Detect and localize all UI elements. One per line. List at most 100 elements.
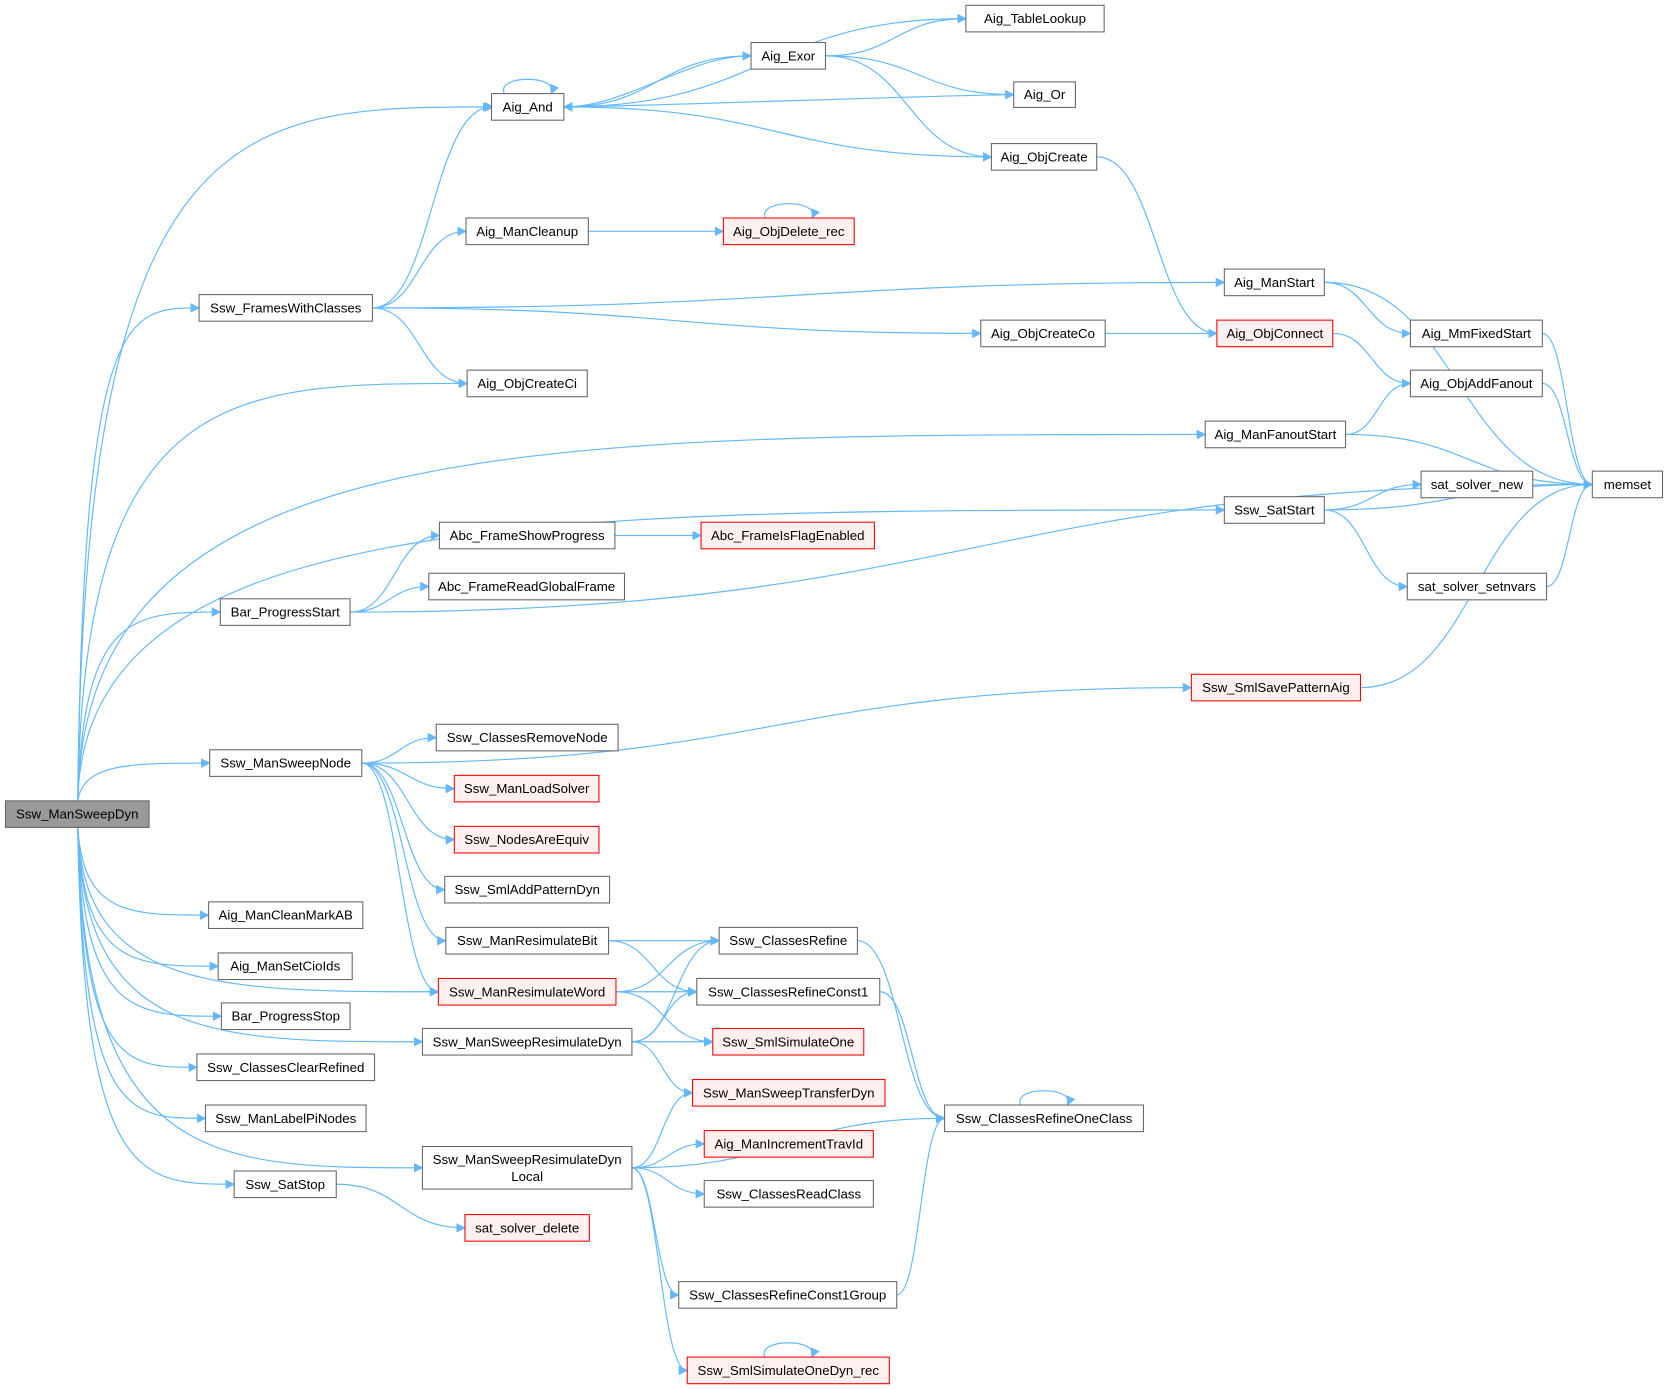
node-label: Ssw_ClassesClearRefined	[207, 1060, 364, 1075]
node-box	[204, 1104, 367, 1133]
call-edge	[631, 1167, 689, 1376]
graph-node-and[interactable]: Aig_And	[491, 93, 565, 121]
graph-node-readclass[interactable]: Ssw_ClassesReadClass	[703, 1180, 874, 1208]
graph-node-manstart[interactable]: Aig_ManStart	[1223, 268, 1325, 297]
node-box	[453, 774, 600, 803]
node-box	[1216, 319, 1334, 348]
node-label: Aig_ManCleanMarkAB	[219, 908, 353, 923]
graph-node-refine[interactable]: Ssw_ClassesRefine	[718, 926, 858, 955]
graph-node-cleanmark[interactable]: Aig_ManCleanMarkAB	[208, 901, 364, 930]
graph-node-setcioids[interactable]: Aig_ManSetCioIds	[217, 952, 353, 981]
graph-node-simdyn[interactable]: Ssw_SmlSimulateOneDyn_rec	[686, 1356, 890, 1385]
graph-node-setnvars[interactable]: sat_solver_setnvars	[1406, 572, 1548, 601]
call-edge	[77, 758, 211, 801]
graph-node-resimbit[interactable]: Ssw_ManResimulateBit	[445, 926, 610, 955]
graph-node-resimword[interactable]: Ssw_ManResimulateWord	[437, 977, 617, 1006]
graph-node-objcreate[interactable]: Aig_ObjCreate	[990, 143, 1098, 171]
graph-node-dyn[interactable]: Ssw_ManSweepDyn	[4, 800, 150, 828]
node-box	[700, 521, 875, 550]
node-box	[1223, 496, 1325, 524]
graph-node-simone[interactable]: Ssw_SmlSimulateOne	[712, 1027, 865, 1056]
call-edge	[1542, 332, 1594, 490]
graph-node-removenode[interactable]: Ssw_ClassesRemoveNode	[435, 723, 619, 752]
call-edge	[631, 986, 698, 1043]
graph-node-loadsolver[interactable]: Ssw_ManLoadSolver	[453, 774, 600, 803]
call-edge	[77, 303, 201, 801]
node-box	[696, 977, 881, 1006]
graph-node-fanoutstart[interactable]: Aig_ManFanoutStart	[1204, 420, 1347, 449]
graph-node-satnew[interactable]: sat_solver_new	[1420, 470, 1534, 499]
graph-node-transfer[interactable]: Ssw_ManSweepTransferDyn	[692, 1078, 886, 1107]
graph-node-labelpi[interactable]: Ssw_ManLabelPiNodes	[204, 1104, 367, 1133]
call-edge	[77, 827, 424, 1173]
call-edge	[361, 762, 440, 997]
graph-node-objconnect[interactable]: Aig_ObjConnect	[1216, 319, 1334, 348]
node-label: Aig_ObjConnect	[1226, 326, 1323, 341]
call-edge	[1345, 378, 1412, 436]
node-box	[421, 1145, 633, 1190]
nodes: Ssw_ManSweepDyn Aig_TableLookupAig_ExorAi…	[4, 4, 1664, 1385]
node-label: Ssw_SatStop	[245, 1177, 325, 1192]
node-label: Ssw_SatStart	[1234, 502, 1315, 517]
call-edge	[631, 1139, 706, 1169]
graph-node-const1group[interactable]: Ssw_ClassesRefineConst1Group	[678, 1281, 898, 1309]
call-edge	[77, 827, 236, 1190]
graph-node-objcreateci[interactable]: Aig_ObjCreateCi	[466, 369, 588, 398]
call-edge	[350, 479, 1594, 613]
call-edge	[372, 307, 469, 389]
call-edge	[1324, 479, 1423, 511]
graph-node-progressstart[interactable]: Bar_ProgressStart	[219, 598, 351, 626]
node-label: Ssw_SmlSimulateOne	[722, 1034, 854, 1049]
graph-node-mmfixed[interactable]: Aig_MmFixedStart	[1409, 319, 1543, 348]
node-box	[437, 977, 617, 1006]
graph-node-satstop[interactable]: Ssw_SatStop	[233, 1170, 337, 1199]
graph-node-objaddfanout[interactable]: Aig_ObjAddFanout	[1409, 369, 1543, 398]
call-edge	[1096, 156, 1218, 339]
graph-node-refineconst1[interactable]: Ssw_ClassesRefineConst1	[696, 977, 881, 1006]
node-box	[678, 1281, 898, 1309]
graph-node-frames[interactable]: Ssw_FramesWithClasses	[198, 294, 373, 322]
graph-node-clearrefined[interactable]: Ssw_ClassesClearRefined	[196, 1053, 376, 1082]
node-box	[435, 723, 619, 752]
graph-node-tablelookup[interactable]: Aig_TableLookup	[965, 4, 1105, 33]
graph-node-sweepnode[interactable]: Ssw_ManSweepNode	[209, 749, 363, 777]
call-edge	[1324, 509, 1409, 592]
node-box	[453, 825, 600, 854]
node-box	[692, 1078, 886, 1107]
graph-node-mancleanup[interactable]: Aig_ManCleanup	[465, 217, 589, 246]
node-box	[712, 1027, 865, 1056]
node-label: Ssw_ManResimulateWord	[449, 984, 605, 999]
node-box	[217, 952, 353, 981]
call-edge	[825, 55, 993, 162]
node-box	[219, 598, 351, 626]
graph-node-objdelete[interactable]: Aig_ObjDelete_rec	[722, 217, 855, 246]
graph-node-areequiv[interactable]: Ssw_NodesAreEquiv	[453, 825, 600, 854]
graph-node-savepattern[interactable]: Ssw_SmlSavePatternAig	[1190, 673, 1361, 702]
graph-node-readglobal[interactable]: Abc_FrameReadGlobalFrame	[428, 572, 626, 601]
graph-node-addpattern[interactable]: Ssw_SmlAddPatternDyn	[444, 875, 611, 904]
graph-node-travid[interactable]: Aig_ManIncrementTravId	[703, 1130, 874, 1158]
graph-node-flagenabled[interactable]: Abc_FrameIsFlagEnabled	[700, 521, 875, 550]
call-edge	[77, 505, 1226, 801]
graph-node-sweepresim[interactable]: Ssw_ManSweepResimulateDyn	[421, 1027, 633, 1056]
graph-node-progressstop[interactable]: Bar_ProgressStop	[220, 1002, 351, 1031]
call-edge	[615, 935, 721, 993]
node-box	[491, 93, 565, 121]
call-edge	[350, 530, 441, 613]
node-label: Ssw_ManSweepNode	[220, 756, 351, 771]
call-edge	[336, 1183, 466, 1233]
graph-node-exor[interactable]: Aig_Exor	[750, 42, 827, 70]
graph-node-memset[interactable]: memset	[1591, 470, 1664, 499]
call-edge	[1332, 332, 1412, 389]
node-box	[208, 901, 364, 930]
graph-node-objcreateco[interactable]: Aig_ObjCreateCo	[980, 319, 1106, 348]
graph-node-oneclass[interactable]: Ssw_ClassesRefineOneClass	[944, 1104, 1145, 1133]
graph-node-satdelete[interactable]: sat_solver_delete	[464, 1214, 590, 1242]
graph-node-showprogress[interactable]: Abc_FrameShowProgress	[438, 521, 616, 550]
call-edge	[77, 607, 222, 801]
graph-node-or[interactable]: Aig_Or	[1013, 81, 1076, 108]
call-edge	[372, 102, 493, 309]
graph-node-satstart[interactable]: Ssw_SatStart	[1223, 496, 1325, 524]
call-edge	[77, 827, 198, 1073]
